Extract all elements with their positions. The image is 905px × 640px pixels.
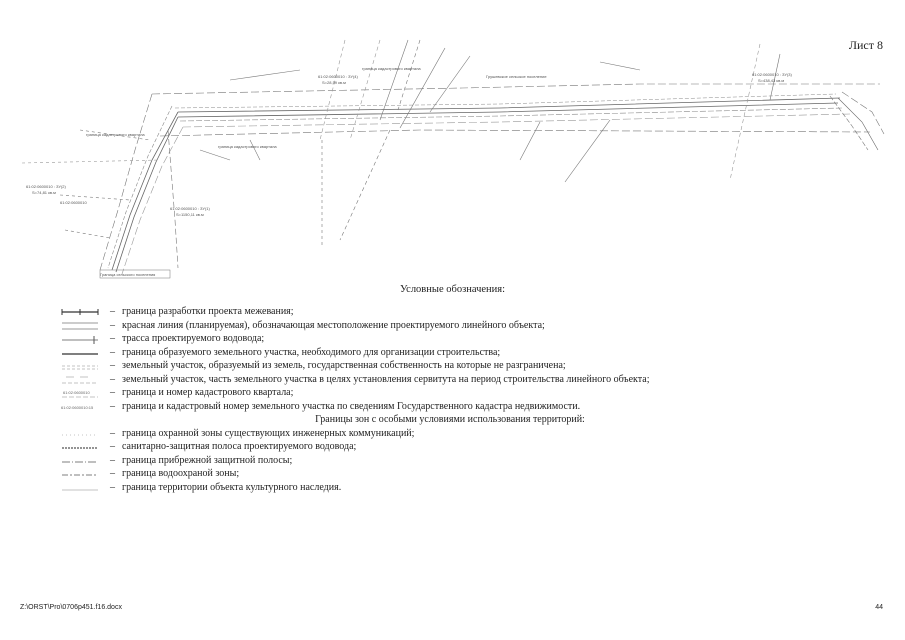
legend-text: граница и кадастровый номер земельного у… — [122, 400, 581, 412]
legend-dash: – — [110, 454, 115, 466]
legend-dash: – — [110, 468, 115, 479]
map-label-zu1: 61:02:0600010 : ЗУ(1) — [170, 206, 210, 211]
legend-text: граница прибрежной защитной полосы; — [122, 454, 293, 466]
boundary-project-line-icon — [61, 309, 99, 315]
legend-dash: – — [110, 481, 115, 493]
legend-row: – земельный участок, образуемый из земел… — [60, 360, 760, 374]
legend-row: – граница прибрежной защитной полосы; — [60, 455, 760, 469]
legend-text: граница образуемого земельного участка, … — [122, 346, 501, 358]
legend-text: граница территории объекта культурного н… — [122, 481, 342, 493]
map-label-zu1-area: S=1150,11 кв.м — [176, 212, 204, 217]
map-label-quarter-top: граница кадастрового квартала — [362, 66, 421, 71]
protection-zone-icon — [62, 434, 98, 435]
boundary-top-line — [151, 83, 880, 95]
legend-dash: – — [110, 306, 115, 317]
legend-dash: – — [110, 387, 115, 398]
legend-dash: – — [110, 319, 115, 331]
map-label-zu3: 61:02:0600010 : ЗУ(3) — [752, 72, 792, 77]
sanitary-strip-icon — [62, 447, 98, 449]
legend-text: граница разработки проекта межевания; — [122, 306, 294, 317]
legend-text: граница водоохраной зоны; — [122, 468, 240, 479]
legend-row: – трасса проектируемого водовода; — [60, 333, 760, 347]
map-label-zu3-area: S=438,43 кв.м — [758, 78, 784, 83]
cadastral-plot-number: 61:02:0600010:15 — [61, 405, 94, 410]
legend-title: Условные обозначения: — [399, 284, 505, 295]
legend: – граница разработки проекта межевания; … — [60, 306, 840, 495]
page-number: 44 — [875, 604, 883, 611]
legend-dash: – — [110, 441, 115, 452]
legend-dash: – — [110, 360, 115, 371]
site-plan-drawing: 61:02:0600010 : ЗУ(4) S=28,59 кв.м грани… — [21, 39, 885, 279]
map-label-quarter-mid: граница кадастрового квартала — [218, 144, 277, 149]
legend-text: земельный участок, часть земельного учас… — [122, 373, 650, 385]
legend-text: санитарно-защитная полоса проектируемого… — [122, 441, 357, 452]
legend-row: – граница территории объекта культурного… — [60, 482, 760, 496]
red-line-icon — [62, 322, 98, 329]
water-pipeline-route-icon — [62, 336, 98, 344]
legend-dash: – — [110, 346, 115, 358]
servitude-plot-icon — [62, 376, 98, 383]
legend-row: – граница водоохраной зоны; — [60, 468, 760, 482]
map-label-settlement: Грушевское сельское поселение — [486, 74, 547, 79]
legend-text: трасса проектируемого водовода; — [122, 333, 265, 344]
map-label-zu2-area: S=74,81 кв.м — [32, 190, 56, 195]
file-path: Z:\ORST\Pro\0706p451.f16.docx — [20, 604, 122, 611]
legend-row: 61:02:0600010 – граница и номер кадастро… — [60, 387, 760, 401]
heritage-territory-icon — [62, 489, 98, 490]
state-land-plot-icon — [62, 365, 98, 370]
legend-row: – санитарно-защитная полоса проектируемо… — [60, 441, 760, 455]
land-plot-boundary-icon — [62, 352, 98, 355]
legend-dash: – — [110, 400, 115, 412]
map-label-zu4: 61:02:0600010 : ЗУ(4) — [318, 74, 358, 79]
legend-row: – граница охранной зоны существующих инж… — [60, 428, 760, 442]
legend-text: граница охранной зоны существующих инжен… — [122, 427, 415, 439]
legend-row: – земельный участок, часть земельного уч… — [60, 374, 760, 388]
sheet-label: Лист 8 — [848, 38, 883, 52]
legend-row: – граница разработки проекта межевания; — [60, 306, 760, 320]
legend-row: – красная линия (планируемая), обозначаю… — [60, 320, 760, 334]
legend-text: земельный участок, образуемый из земель,… — [122, 360, 566, 371]
map-label-village-boundary: Граница сельского поселения — [100, 272, 155, 277]
legend-row: – граница образуемого земельного участка… — [60, 347, 760, 361]
cadastral-number-icon: 61:02:0600010:15 — [61, 405, 94, 410]
map-label-zu4-area: S=28,59 кв.м — [322, 80, 346, 85]
map-label-quarter-left: граница кадастрового квартала — [86, 132, 145, 137]
cadastral-quarter-number: 61:02:0600010 — [63, 390, 90, 395]
legend-text: красная линия (планируемая), обозначающа… — [122, 319, 545, 331]
legend-row: 61:02:0600010:15 – граница и кадастровый… — [60, 401, 760, 415]
cadastral-quarter-icon: 61:02:0600010 — [62, 390, 98, 398]
legend-text: граница и номер кадастрового квартала; — [122, 387, 294, 398]
legend-dash: – — [110, 333, 115, 344]
coastal-strip-icon — [62, 461, 98, 462]
zones-heading: Границы зон с особыми условиями использо… — [315, 414, 585, 425]
legend-dash: – — [110, 373, 115, 385]
water-protection-zone-icon — [62, 474, 98, 476]
map-label-left-extra: 61:02:0600010 — [60, 200, 87, 205]
legend-dash: – — [110, 427, 115, 439]
map-label-zu2: 61:02:0600010 : ЗУ(2) — [26, 184, 66, 189]
